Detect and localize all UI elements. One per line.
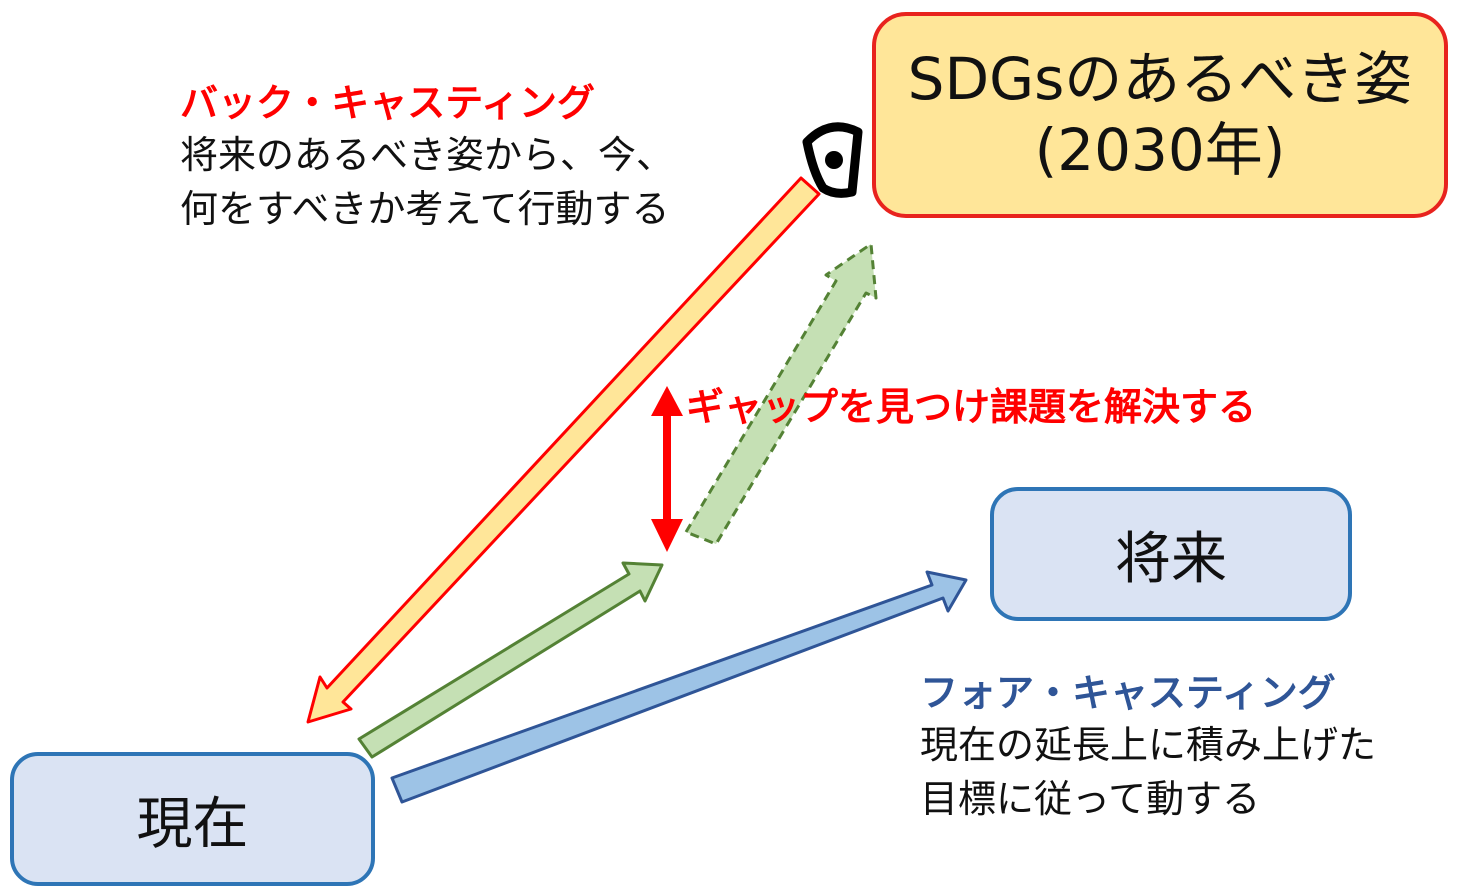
target-path-arrow bbox=[684, 242, 878, 546]
backcasting-description: バック・キャスティング 将来のあるべき姿から、今、 何をすべきか考えて行動する bbox=[180, 78, 674, 236]
forecasting-description: フォア・キャスティング 現在の延長上に積み上げた 目標に従って動する bbox=[920, 668, 1376, 826]
future-box: 将来 bbox=[990, 487, 1352, 621]
forecasting-heading: フォア・キャスティング bbox=[920, 671, 1336, 715]
now-box: 現在 bbox=[10, 752, 375, 886]
future-label: 将来 bbox=[1115, 526, 1227, 592]
goal-box: SDGsのあるべき姿 (2030年) bbox=[872, 12, 1448, 218]
backcasting-arrow bbox=[306, 176, 821, 724]
gap-double-arrow bbox=[651, 386, 683, 552]
backcasting-line2: 何をすべきか考えて行動する bbox=[180, 187, 670, 231]
present-effort-arrow bbox=[357, 561, 664, 759]
forecasting-arrow bbox=[390, 570, 968, 804]
backcasting-heading: バック・キャスティング bbox=[180, 81, 595, 125]
forecasting-line2: 目標に従って動する bbox=[920, 777, 1261, 821]
goal-year: (2030年) bbox=[1034, 116, 1286, 184]
eye-icon bbox=[802, 122, 863, 198]
now-label: 現在 bbox=[136, 791, 249, 857]
gap-label: ギャップを見つけ課題を解決する bbox=[686, 385, 1257, 429]
backcasting-line1: 将来のあるべき姿から、今、 bbox=[180, 133, 675, 177]
forecasting-line1: 現在の延長上に積み上げた bbox=[920, 723, 1377, 767]
goal-title: SDGsのあるべき姿 bbox=[907, 45, 1413, 114]
